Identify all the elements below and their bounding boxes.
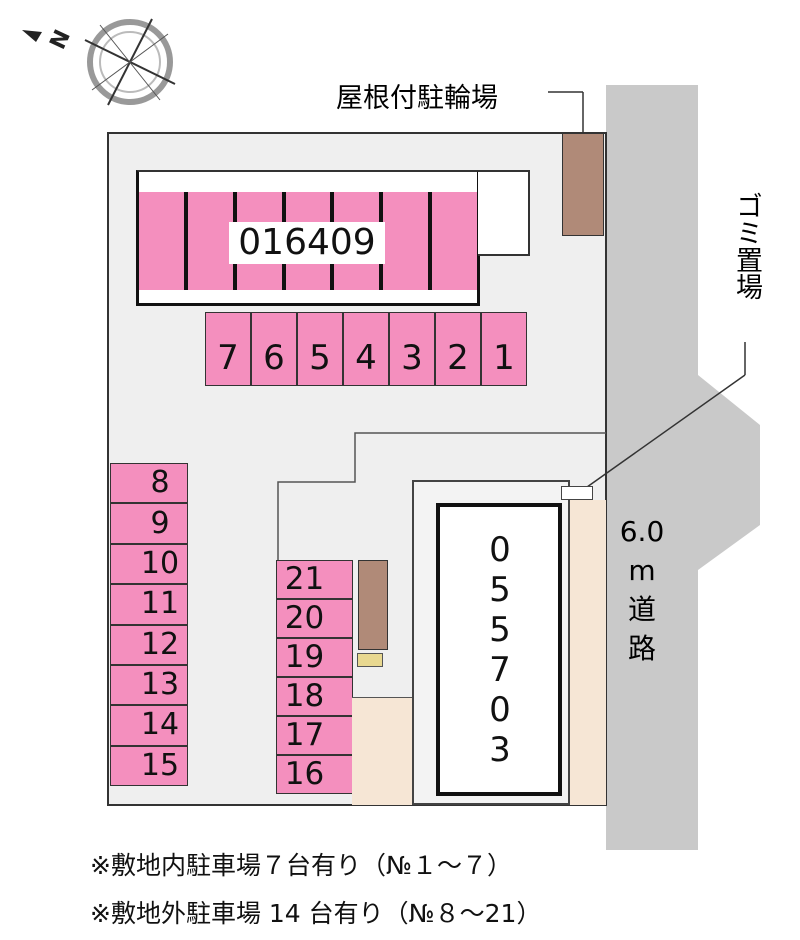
parking-space: 5: [297, 312, 343, 386]
parking-space: 15: [110, 745, 188, 786]
building-b-digit: 5: [489, 610, 511, 650]
parking-space: 2: [435, 312, 481, 386]
building-b-digit: 0: [489, 530, 511, 570]
parking-space: 4: [343, 312, 389, 386]
road-width: 6.0: [619, 515, 665, 548]
parking-space: 9: [110, 503, 188, 544]
bike-parking-2: [358, 560, 388, 650]
road: [606, 85, 760, 850]
garbage-area: [561, 486, 593, 500]
building-unit: [383, 192, 429, 290]
building-b-digit: 3: [489, 730, 511, 770]
meter-box: [357, 653, 383, 667]
building-b-digit: 5: [489, 570, 511, 610]
compass-north-label: N: [45, 26, 75, 53]
note-onsite-parking: ※敷地内駐車場７台有り（№１～７）: [90, 851, 512, 880]
building-b-digit: 0: [489, 690, 511, 730]
parking-space: 13: [110, 664, 188, 706]
parking-space: 12: [110, 624, 188, 665]
building-unit: [432, 192, 478, 290]
roofed-bike-parking: [562, 133, 604, 236]
building-b-body: [436, 503, 562, 796]
inner-boundary: [277, 432, 606, 700]
building-unit: [139, 192, 184, 290]
parking-space: 11: [110, 584, 188, 625]
parking-space: 19: [276, 638, 353, 677]
parking-space: 16: [276, 755, 353, 794]
road-unit: m: [628, 554, 656, 587]
road-char-2: 路: [627, 632, 656, 665]
garden-area: [352, 697, 414, 805]
road-label: 6.0 m 道 路: [612, 512, 672, 668]
stairs: [478, 170, 530, 256]
parking-space: 3: [389, 312, 435, 386]
parking-space: 6: [251, 312, 297, 386]
parking-space: 14: [110, 705, 188, 746]
building-unit: [187, 192, 233, 290]
parking-space: 8: [110, 463, 188, 504]
compass-icon: N: [22, 18, 176, 106]
parking-space: 10: [110, 543, 188, 585]
parking-space: 20: [276, 599, 353, 638]
building-a-units: [139, 192, 478, 290]
parking-space: 17: [276, 716, 353, 755]
parking-space: 7: [205, 312, 251, 386]
building-b-digit: 7: [489, 650, 511, 690]
garbage-label: ゴミ置場: [731, 192, 762, 300]
garden-strip: [568, 500, 606, 805]
road-char-1: 道: [627, 593, 656, 626]
note-offsite-parking: ※敷地外駐車場 14 台有り（№８～21）: [90, 899, 542, 928]
parking-space: 1: [481, 312, 527, 386]
bike-parking-label: 屋根付駐輪場: [336, 83, 498, 114]
building-a-id: 016409: [229, 222, 385, 264]
parking-space: 21: [276, 560, 353, 599]
parking-space: 18: [276, 677, 353, 716]
